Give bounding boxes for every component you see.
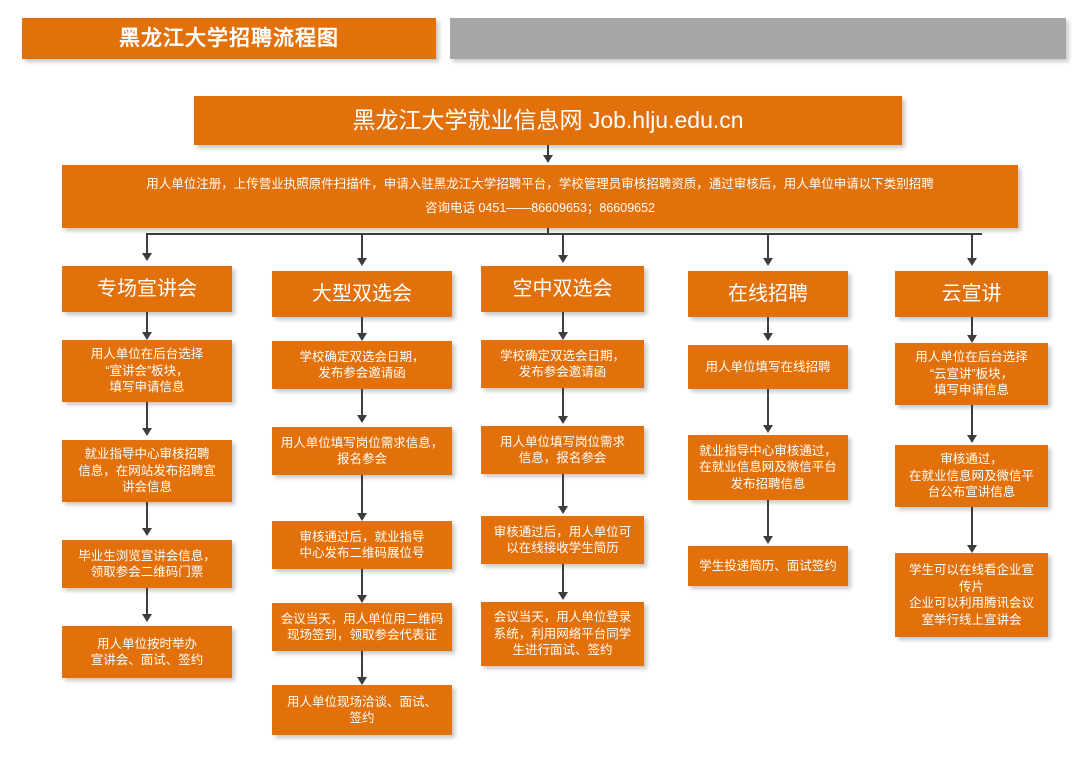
arrow-c3-s3 [558,506,568,514]
arrow-c2-s3 [357,513,367,521]
arrow-c1-s2 [142,428,152,436]
header-gray-bar [450,18,1066,59]
arrow-c3-s4 [558,592,568,600]
connector-desc-bus [547,228,549,234]
step-box-c5-s3[interactable]: 学生可以在线看企业宣 传片 企业可以利用腾讯会议 室举行线上宣讲会 [895,553,1048,637]
step-box-c2-s1[interactable]: 学校确定双选会日期， 发布参会邀请函 [272,341,452,389]
step-box-c2-s3[interactable]: 审核通过后，就业指导 中心发布二维码展位号 [272,521,452,569]
step-box-c1-s3[interactable]: 毕业生浏览宣讲会信息， 领取参会二维码门票 [62,540,232,588]
connector-c5-s2-s3 [971,507,973,547]
column-header-5[interactable]: 云宣讲 [895,271,1048,317]
connector-c2-s4-s5 [361,651,363,679]
connector-c1-s1-s2 [146,402,148,430]
step-box-c5-s1[interactable]: 用人单位在后台选择 “云宣讲”板块， 填写申请信息 [895,343,1048,405]
column-header-2[interactable]: 大型双选会 [272,271,452,317]
site-banner: 黑龙江大学就业信息网 Job.hlju.edu.cn [194,96,902,145]
connector-c2-s3-s4 [361,569,363,597]
arrow-c5-s2 [967,435,977,443]
arrow-c4-s1 [763,333,773,341]
connector-bus-col4 [767,233,769,260]
connector-bus-col1 [146,233,148,255]
column-header-1[interactable]: 专场宣讲会 [62,266,232,312]
arrow-c2-s2 [357,415,367,423]
step-box-c1-s1[interactable]: 用人单位在后台选择 “宣讲会”板块， 填写申请信息 [62,340,232,402]
step-box-c3-s3[interactable]: 审核通过后，用人单位可 以在线接收学生简历 [481,516,644,564]
arrow-c2-s4 [357,595,367,603]
arrow-c4-s3 [763,536,773,544]
connector-c1-s2-s3 [146,502,148,530]
arrow-bus-col3 [558,255,568,263]
step-box-c4-s2[interactable]: 就业指导中心审核通过， 在就业信息网及微信平台 发布招聘信息 [688,435,848,500]
arrow-bus-col5 [967,258,977,266]
connector-c2-s1-s2 [361,389,363,417]
arrow-bus-col2 [357,258,367,266]
connector-bus-col5 [971,233,973,260]
arrow-c5-s3 [967,545,977,553]
connector-banner-desc [547,145,549,157]
step-box-c3-s2[interactable]: 用人单位填写岗位需求 信息，报名参会 [481,426,644,474]
connector-c4-s1-s2 [767,389,769,427]
page-title: 黑龙江大学招聘流程图 [22,18,436,59]
connector-c4-s2-s3 [767,500,769,538]
connector-c3-s1-s2 [562,388,564,418]
column-header-3[interactable]: 空中双选会 [481,266,644,312]
branch-bus [146,233,982,235]
connector-c2-s2-s3 [361,475,363,515]
arrow-bus-col1 [142,253,152,261]
step-box-c3-s1[interactable]: 学校确定双选会日期， 发布参会邀请函 [481,340,644,388]
step-box-c2-s4[interactable]: 会议当天，用人单位用二维码 现场签到，领取参会代表证 [272,603,452,651]
connector-c1-s3-s4 [146,588,148,616]
arrow-c4-s2 [763,425,773,433]
connector-c3-s2-s3 [562,474,564,508]
step-box-c5-s2[interactable]: 审核通过， 在就业信息网及微信平 台公布宣讲信息 [895,445,1048,507]
arrow-c3-s1 [558,332,568,340]
step-box-c4-s3[interactable]: 学生投递简历、面试签约 [688,546,848,586]
intro-line-1: 用人单位注册，上传营业执照原件扫描件，申请入驻黑龙江大学招聘平台，学校管理员审核… [146,176,934,191]
step-box-c2-s2[interactable]: 用人单位填写岗位需求信息， 报名参会 [272,427,452,475]
arrow-c3-s2 [558,416,568,424]
connector-c1-h-s1 [146,312,148,334]
connector-c3-s3-s4 [562,564,564,594]
step-box-c1-s4[interactable]: 用人单位按时举办 宣讲会、面试、签约 [62,626,232,678]
step-box-c4-s1[interactable]: 用人单位填写在线招聘 [688,345,848,389]
arrow-bus-col4 [763,258,773,266]
arrow-c5-s1 [967,335,977,343]
arrow-c2-s1 [357,333,367,341]
connector-bus-col2 [361,233,363,260]
arrow-c2-s5 [357,677,367,685]
connector-c4-h-s1 [767,317,769,335]
connector-c3-h-s1 [562,312,564,334]
connector-bus-col3 [562,233,564,257]
connector-c5-h-s1 [971,317,973,337]
step-box-c3-s4[interactable]: 会议当天，用人单位登录 系统，利用网络平台同学 生进行面试、签约 [481,602,644,666]
arrow-c1-s4 [142,614,152,622]
arrow-c1-s1 [142,332,152,340]
arrow-c1-s3 [142,528,152,536]
step-box-c1-s2[interactable]: 就业指导中心审核招聘 信息，在网站发布招聘宣 讲会信息 [62,440,232,502]
step-box-c2-s5[interactable]: 用人单位现场洽谈、面试、 签约 [272,685,452,735]
intro-line-2: 咨询电话 0451——86609653；86609652 [424,200,655,215]
arrow-banner-desc [543,155,553,163]
intro-description: 用人单位注册，上传营业执照原件扫描件，申请入驻黑龙江大学招聘平台，学校管理员审核… [62,165,1018,228]
connector-c2-h-s1 [361,317,363,335]
connector-c5-s1-s2 [971,405,973,437]
column-header-4[interactable]: 在线招聘 [688,271,848,317]
